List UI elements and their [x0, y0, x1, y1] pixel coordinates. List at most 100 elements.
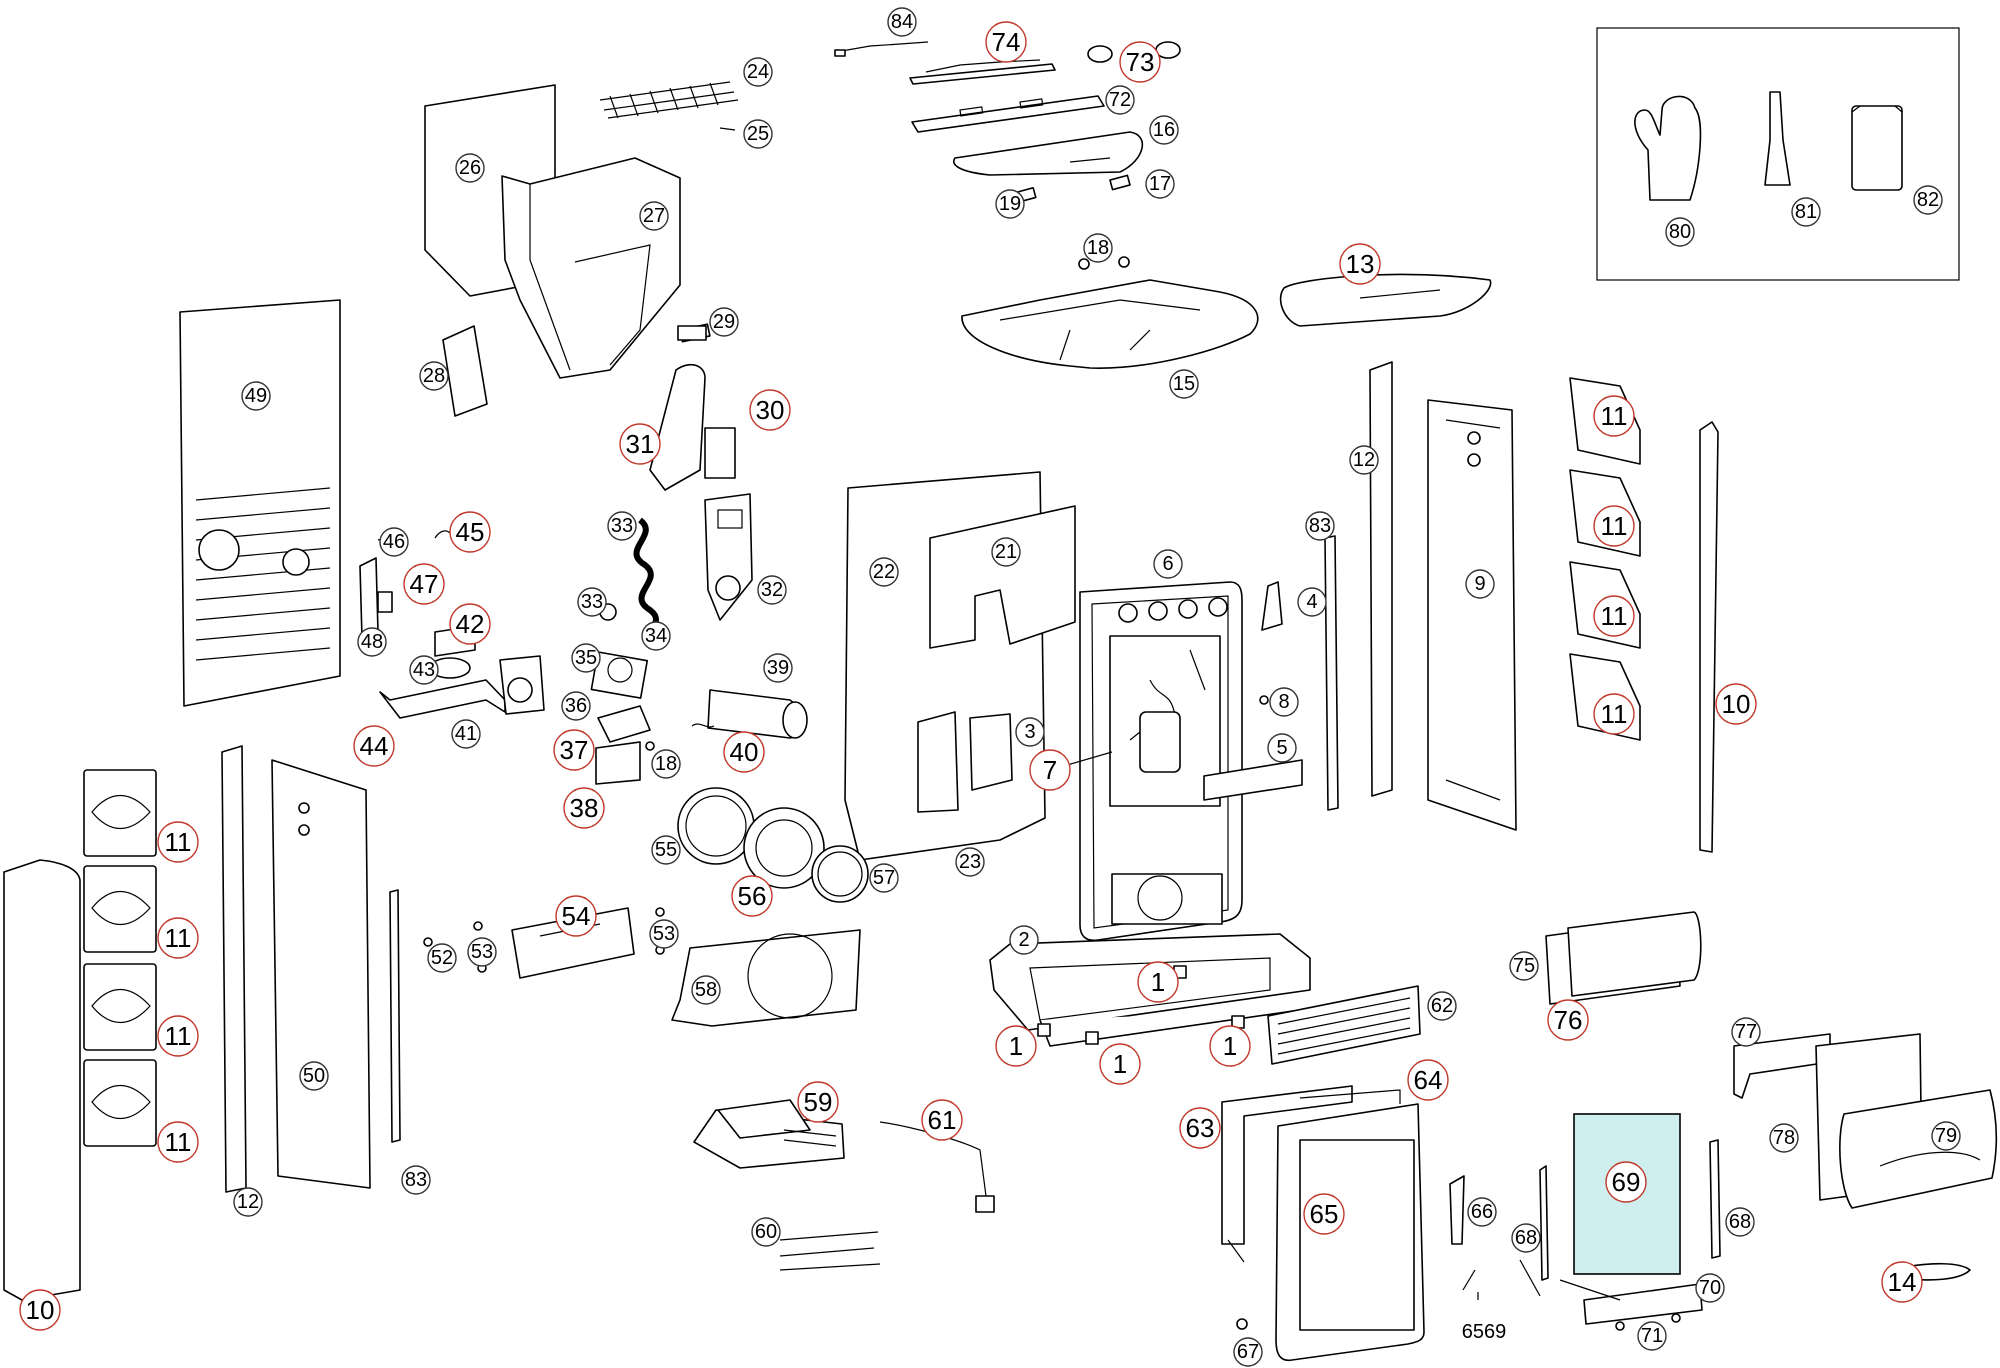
callout-27: 27	[639, 201, 669, 231]
callout-circle	[1305, 511, 1335, 541]
callout-12: 12	[233, 1187, 263, 1217]
callout-label: 59	[804, 1087, 833, 1117]
callout-circle	[353, 725, 395, 767]
callout-84: 84	[887, 7, 917, 37]
callout-circle	[1137, 961, 1179, 1003]
callout-74: 74	[985, 21, 1027, 63]
callout-circle	[1339, 243, 1381, 285]
callout-label: 11	[1601, 699, 1628, 729]
callout-circle	[869, 863, 899, 893]
callout-44: 44	[353, 725, 395, 767]
callout-circle	[1467, 1197, 1497, 1227]
exhaust-fan-parts	[359, 530, 545, 719]
callout-83: 83	[1305, 511, 1335, 541]
back-panel-part	[179, 299, 341, 707]
callout-circle	[1695, 1273, 1725, 1303]
control-board-parts	[693, 1099, 995, 1271]
callout-23: 23	[955, 847, 985, 877]
callout-label: 6	[1162, 553, 1173, 575]
callout-11: 11	[157, 1121, 199, 1163]
callout-label: 11	[165, 923, 192, 953]
callout-label: 22	[873, 561, 895, 583]
callout-80: 80	[1665, 217, 1695, 247]
callout-label: 14	[1888, 1267, 1917, 1297]
right-tiles-parts	[1569, 377, 1719, 853]
callout-circle	[19, 1289, 61, 1331]
callout-circle	[241, 381, 271, 411]
scraper-part	[1764, 91, 1791, 186]
callout-label: 44	[360, 731, 389, 761]
callout-label: 57	[873, 867, 895, 889]
callout-10: 10	[19, 1289, 61, 1331]
callout-label: 80	[1669, 221, 1691, 243]
callout-55: 55	[651, 835, 681, 865]
callout-circle	[1509, 951, 1539, 981]
callout-50: 50	[299, 1061, 329, 1091]
callout-circle	[869, 557, 899, 587]
callout-circle	[427, 943, 457, 973]
callout-circle	[561, 691, 591, 721]
callout-label: 77	[1735, 1021, 1757, 1043]
callout-2: 2	[1009, 925, 1039, 955]
callout-34: 34	[641, 621, 671, 651]
grate-part	[599, 81, 739, 131]
callout-circle	[1881, 1261, 1923, 1303]
callout-circle	[1547, 999, 1589, 1041]
callout-label: 53	[471, 941, 493, 963]
callout-64: 64	[1407, 1059, 1449, 1101]
callout-label: 47	[410, 569, 439, 599]
callout-circle	[157, 1015, 199, 1057]
callout-circle	[1083, 233, 1113, 263]
callout-66: 66	[1467, 1197, 1497, 1227]
callout-5: 5	[1267, 733, 1297, 763]
callout-circle	[1015, 717, 1045, 747]
callout-circle	[691, 975, 721, 1005]
callout-circle	[1153, 549, 1183, 579]
glove-part	[1634, 95, 1702, 201]
callout-circle	[449, 511, 491, 553]
callout-circle	[743, 57, 773, 87]
callout-7: 7	[1029, 749, 1071, 791]
callout-label: 13	[1346, 249, 1375, 279]
callout-circle	[991, 537, 1021, 567]
callout-circle	[1145, 169, 1175, 199]
callout-circle	[401, 1165, 431, 1195]
callout-circle	[709, 307, 739, 337]
callout-1: 1	[995, 1025, 1037, 1067]
callout-circle	[1731, 1017, 1761, 1047]
callout-label: 50	[303, 1065, 325, 1087]
callout-circle	[651, 835, 681, 865]
callout-16: 16	[1149, 115, 1179, 145]
callout-label: 10	[1722, 689, 1751, 719]
callout-label: 56	[738, 881, 767, 911]
callout-label: 27	[643, 205, 665, 227]
callout-11: 11	[1593, 505, 1635, 547]
callout-label: 66	[1471, 1201, 1493, 1223]
callout-65: 65	[1303, 1193, 1345, 1235]
callout-label: 8	[1278, 691, 1289, 713]
callout-circle	[619, 423, 661, 465]
callout-label: 54	[562, 901, 591, 931]
hopper-parts	[424, 84, 711, 417]
callout-label: 68	[1729, 1211, 1751, 1233]
callout-75: 75	[1509, 951, 1539, 981]
callout-10: 10	[1715, 683, 1757, 725]
callout-circle	[1913, 185, 1943, 215]
callout-12: 12	[1349, 445, 1379, 475]
callout-label: 75	[1513, 955, 1535, 977]
callout-circle	[1149, 115, 1179, 145]
callout-label: 5	[1276, 737, 1287, 759]
callout-label: 70	[1699, 1277, 1721, 1299]
callout-circle	[409, 655, 439, 685]
callout-circle	[749, 389, 791, 431]
door-parts	[1221, 1085, 1721, 1362]
callout-61: 61	[921, 1099, 963, 1141]
callout-circle	[985, 21, 1027, 63]
callout-circle	[1233, 1337, 1263, 1367]
callout-circle	[1119, 41, 1161, 83]
callout-82: 82	[1913, 185, 1943, 215]
top-cover-parts	[834, 41, 1181, 205]
callout-label: 36	[565, 695, 587, 717]
left-tiles-parts	[3, 745, 401, 1301]
